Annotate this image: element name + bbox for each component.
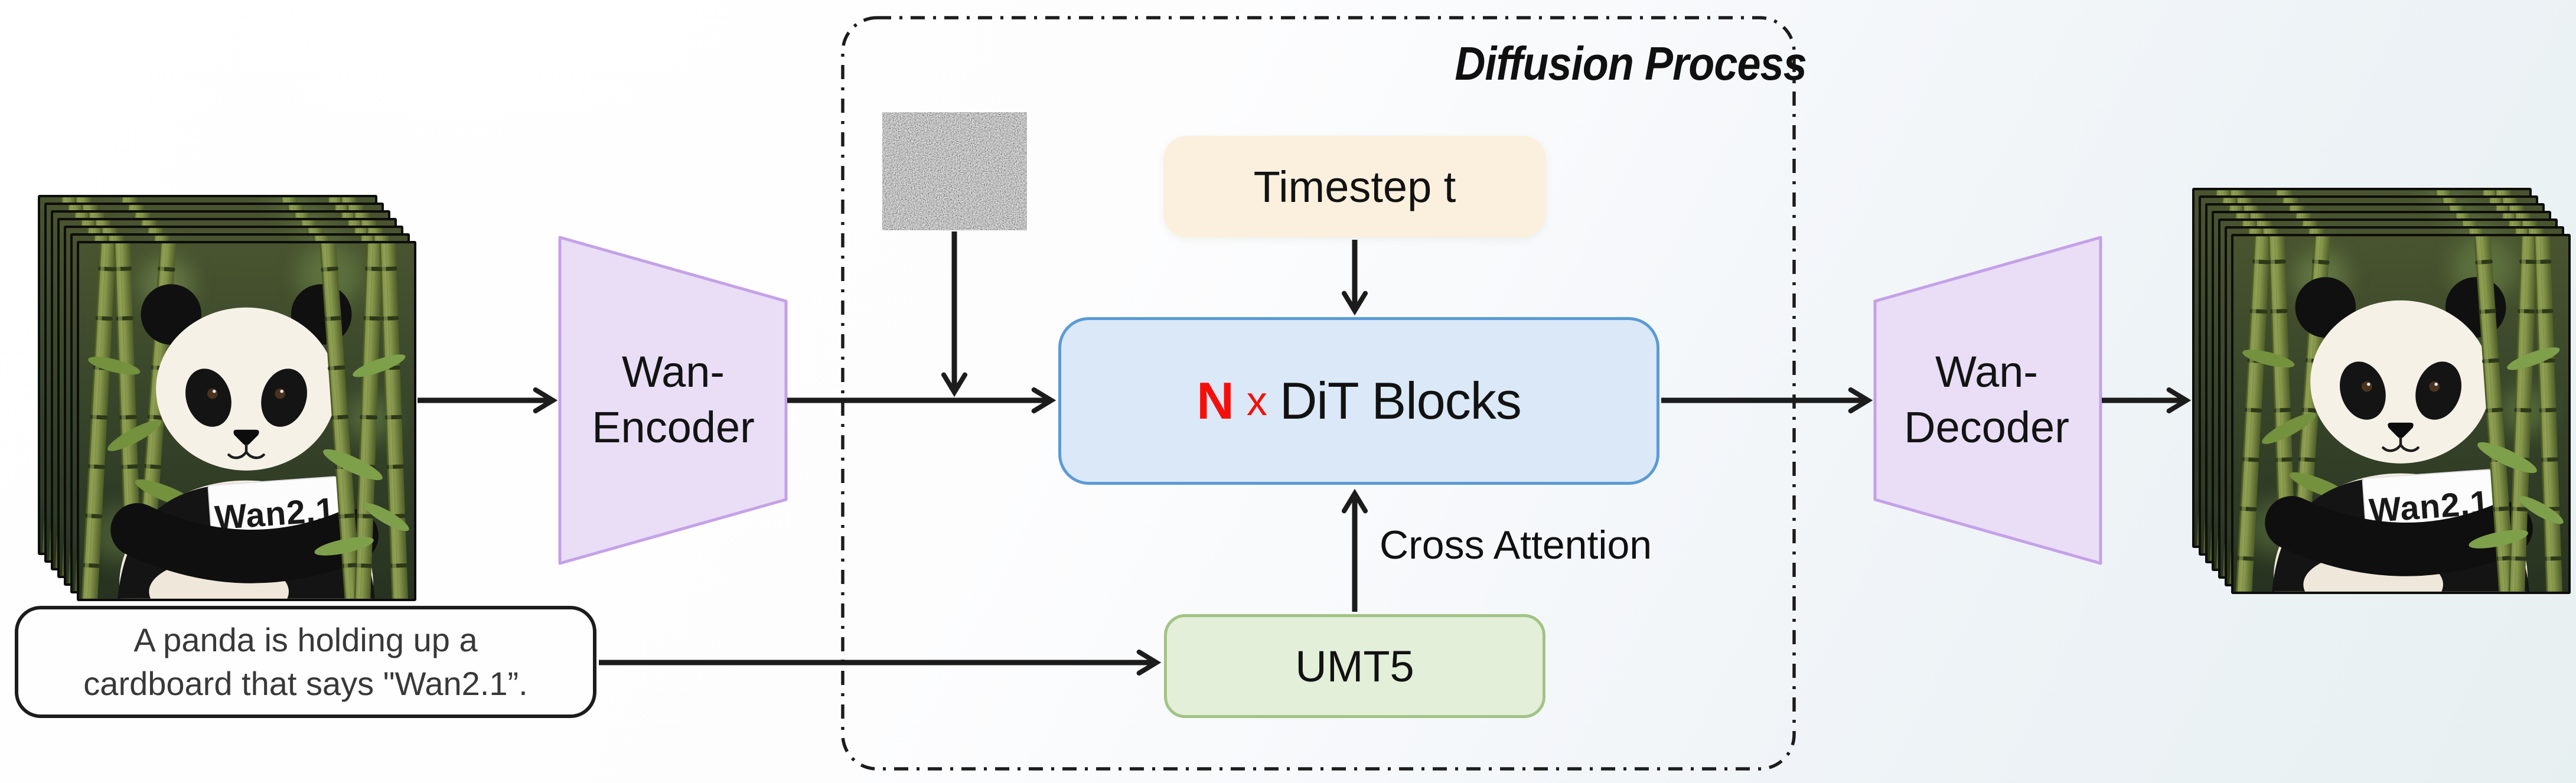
- wan-encoder-shape: [558, 236, 788, 565]
- output-video-frames: [2192, 188, 2571, 594]
- noise-image: [882, 112, 1027, 230]
- dit-blocks-label: DiT Blocks: [1279, 371, 1522, 430]
- prompt-line-1: A panda is holding up a: [133, 621, 478, 658]
- timestep-label: Timestep t: [1253, 162, 1456, 211]
- wan-decoder-label: Wan- Decoder: [1904, 347, 2069, 452]
- wan-encoder-label: Wan- Encoder: [592, 347, 755, 452]
- dit-n-count: N: [1196, 371, 1234, 430]
- prompt-text-box: A panda is holding up a cardboard that s…: [15, 606, 596, 718]
- wan-decoder-shape: [1873, 236, 2102, 565]
- dit-times-symbol: x: [1246, 378, 1267, 424]
- diffusion-process-title: Diffusion Process: [1455, 37, 1807, 90]
- video-frame: [77, 241, 416, 601]
- input-video-frames: [38, 195, 416, 601]
- umt5-label: UMT5: [1295, 641, 1414, 691]
- diffusion-process-container: [841, 16, 1796, 771]
- video-frame: [2231, 234, 2571, 594]
- cross-attention-label: Cross Attention: [1380, 523, 1652, 567]
- prompt-line-2: cardboard that says "Wan2.1”.: [83, 665, 528, 702]
- dit-blocks-node: N x DiT Blocks: [1058, 317, 1659, 485]
- timestep-node: Timestep t: [1163, 136, 1546, 237]
- umt5-node: UMT5: [1164, 614, 1545, 718]
